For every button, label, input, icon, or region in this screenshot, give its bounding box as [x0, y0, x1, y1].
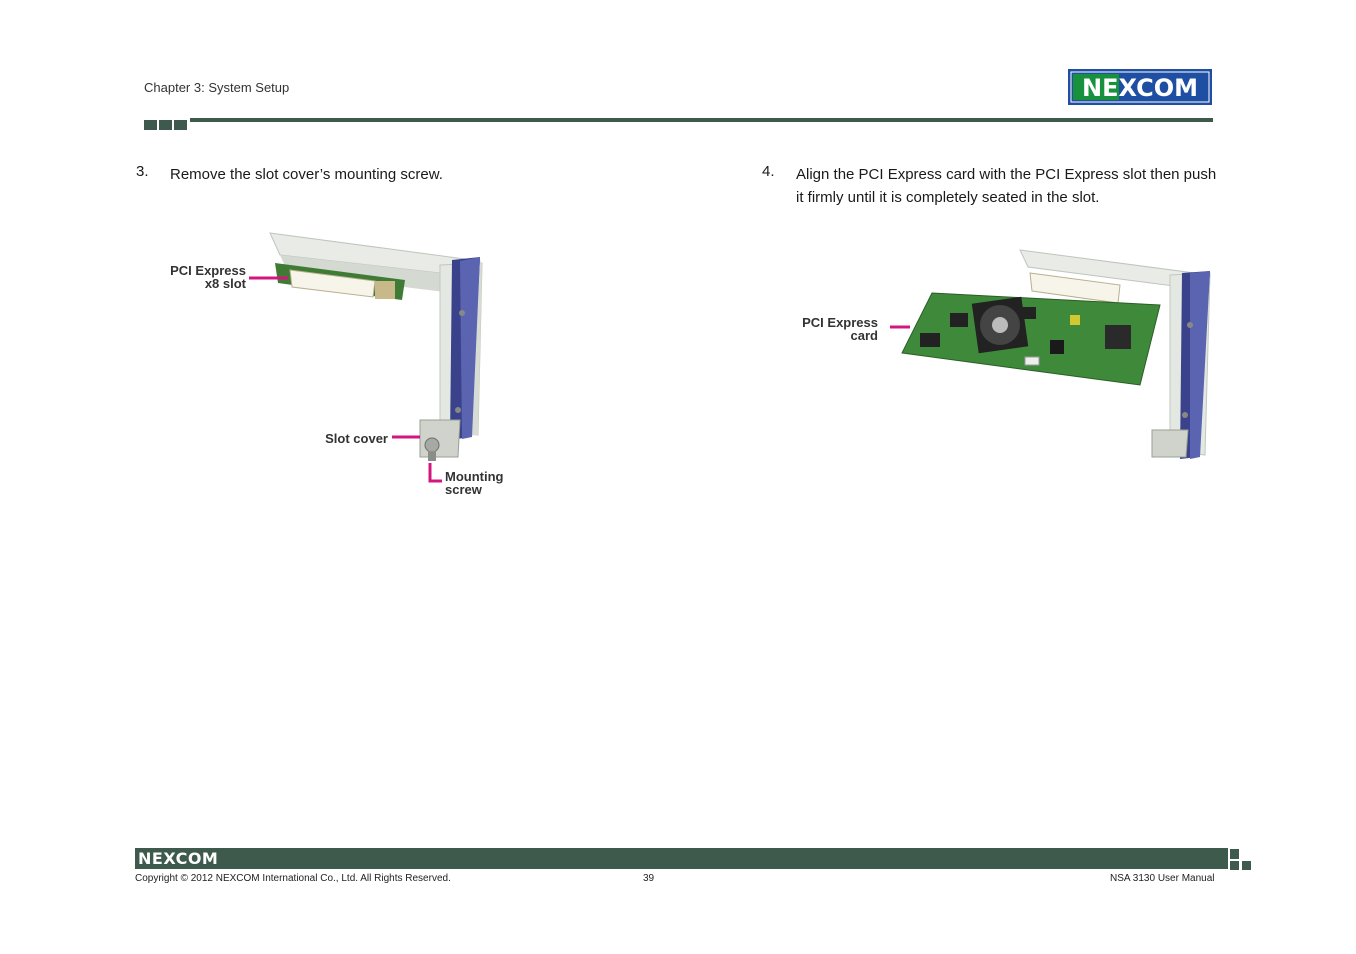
logo-text: NEXCOM [1082, 74, 1198, 102]
footer-square [1230, 849, 1239, 859]
footer-square [1242, 861, 1251, 870]
label-mounting-screw: Mounting screw [445, 470, 503, 496]
figure-pci-card [890, 249, 1211, 459]
label-screw-line1: Mounting [445, 469, 504, 484]
header-square [159, 120, 172, 130]
footer-square [1230, 861, 1239, 870]
manual-title: NSA 3130 User Manual [1110, 873, 1215, 884]
header-square [174, 120, 187, 130]
step-4-text: Align the PCI Express card with the PCI … [796, 166, 1217, 206]
chapter-title: Chapter 3: System Setup [144, 80, 290, 95]
step-4-number: 4. [762, 163, 775, 180]
label-pci-slot: PCI Express x8 slot [160, 264, 246, 290]
label-pci-card: PCI Express card [790, 316, 878, 342]
footer-copyright: Copyright © 2012 NEXCOM International Co… [135, 873, 451, 884]
footer-bar [135, 848, 1228, 869]
header-rule [190, 118, 1213, 122]
figure-slot-cover [249, 232, 483, 483]
label-pci-slot-line2: x8 slot [204, 276, 246, 291]
label-pci-slot-line1: PCI Express [170, 263, 246, 278]
step-3-number: 3. [136, 163, 149, 180]
label-slot-cover: Slot cover [325, 431, 388, 446]
footer-logo: NEXCOM [138, 849, 219, 868]
label-pci-card-line1: PCI Express [802, 315, 878, 330]
label-pci-card-line2: card [850, 328, 878, 343]
step-3-text: Remove the slot cover’s mounting screw. [170, 166, 443, 183]
page-number: 39 [643, 873, 655, 884]
nexcom-logo: NEXCOM [1068, 69, 1212, 105]
header-square [144, 120, 157, 130]
label-screw-line2: screw [445, 482, 482, 497]
header-squares [144, 120, 187, 130]
nexcom-logo-graphic: NEXCOM [1068, 69, 1212, 105]
